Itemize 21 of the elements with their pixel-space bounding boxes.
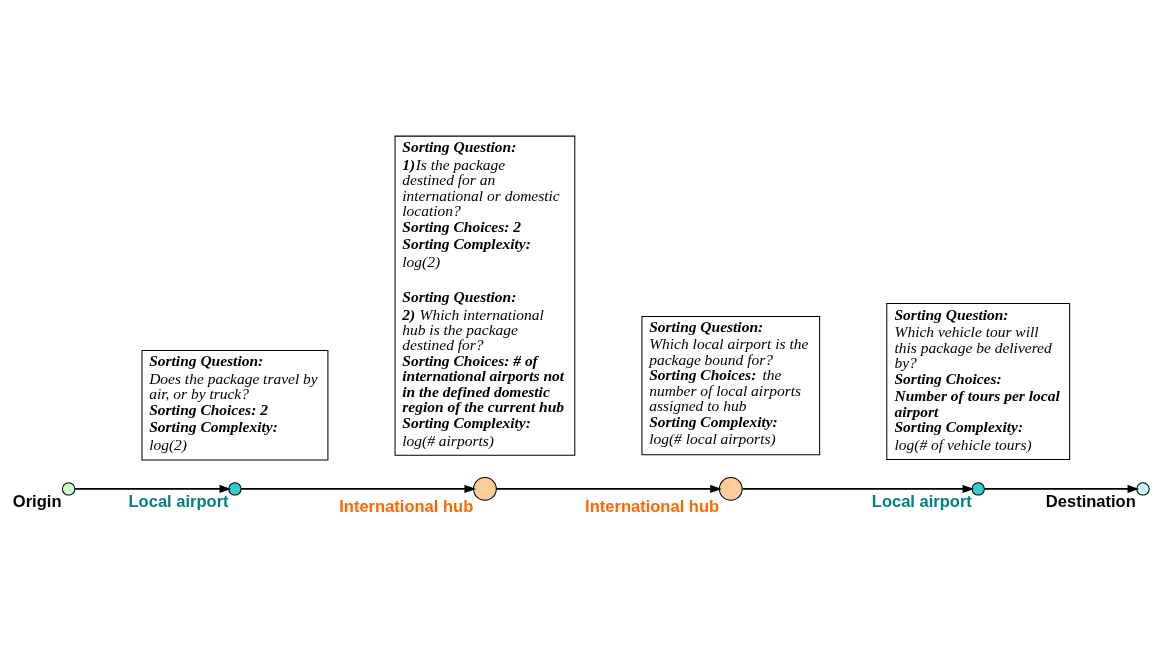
arrow xyxy=(240,484,477,493)
node-label: International hub xyxy=(339,496,474,516)
node-circle xyxy=(718,476,743,501)
node-circle xyxy=(1136,481,1150,496)
node-label: Origin xyxy=(12,491,62,511)
node-circle xyxy=(473,476,497,501)
node-label: Destination xyxy=(1045,491,1136,511)
node-circle xyxy=(61,481,76,496)
node-box: Sorting Question: Which local airport is the package bound for? Sorting Choices: the number of local airports assigned to hub Sorting Complexity: log(# local airports) xyxy=(641,315,821,455)
node-box: Sorting Question: 1)Is the package destined for an international or domestic location? Sorting Choices: 2 Sorting Complexity: log(2) Sorting Question: 2) Which international hub is the package destined for? Sorting Choices: # of international airports not in the defined domestic region of the current hub Sorting Complexity: log(# airports) xyxy=(394,135,576,456)
arrow xyxy=(741,484,975,493)
arrow xyxy=(74,484,232,493)
node-box: Sorting Question: Which vehicle tour will this package be delivered by? Sorting Choices: Number of tours per local airport Sorting Complexity: log(# of vehicle tours) xyxy=(886,302,1071,460)
arrow xyxy=(983,484,1140,493)
node-label: Local airport xyxy=(128,491,229,511)
node-label: Local airport xyxy=(871,491,972,511)
node-circle xyxy=(971,481,985,496)
node-label: International hub xyxy=(585,496,720,516)
node-circle xyxy=(228,481,242,496)
arrow xyxy=(495,484,722,493)
node-box: Sorting Question: Does the package travel by air, or by truck? Sorting Choices: 2 Sorting Complexity: log(2) xyxy=(141,349,329,460)
